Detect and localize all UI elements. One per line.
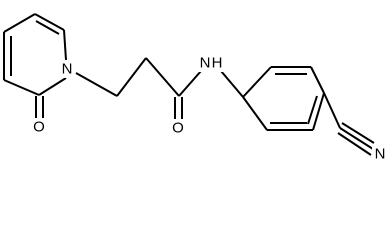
- label-amide-nitrogen: N: [200, 55, 211, 72]
- bond-ch2-carbonyl: [145, 57, 180, 97]
- bond-ring-c5-n: [63, 29, 67, 61]
- bond-n-ch2: [75, 72, 118, 97]
- bond-ring-c3-c4: [34, 13, 65, 31]
- molecule-structure-diagram: N O O N H N: [3, 13, 388, 163]
- bond-nh-aryl: [220, 70, 244, 98]
- bond-cn-triple-b: [341, 122, 375, 144]
- propanoyl-chain: [75, 57, 202, 119]
- bond-cn-triple-c: [337, 132, 372, 156]
- label-nitrile-nitrogen: N: [375, 146, 386, 163]
- atom-labels: N O O N H N: [31, 54, 388, 163]
- label-ketone-oxygen: O: [33, 119, 45, 136]
- label-amide-hydrogen: H: [212, 55, 223, 72]
- label-ring-nitrogen: N: [62, 61, 73, 78]
- bond-carbonyl-nh: [178, 70, 202, 97]
- bond-aryl-4-5: [312, 92, 325, 131]
- bond-aryl-cn: [323, 92, 341, 129]
- bond-ring-c4-c5-double: [35, 20, 60, 35]
- bond-aryl-4-5-double: [307, 95, 318, 125]
- bond-ch2-ch2: [116, 57, 147, 97]
- bond-aryl-3-4: [310, 66, 325, 94]
- bond-ring-c6-c1: [3, 79, 40, 96]
- bond-aryl-6-1: [242, 96, 268, 131]
- nitrile-group: [323, 92, 375, 156]
- benzene-ring: [220, 66, 325, 131]
- bond-ring-n-c6: [38, 77, 67, 96]
- bond-cn-triple-a: [339, 127, 374, 150]
- bond-ring-c2-c3: [3, 13, 36, 33]
- pyridinone-ring: [3, 13, 67, 118]
- bond-aryl-1-2: [242, 66, 272, 98]
- label-amide-oxygen: O: [172, 120, 184, 137]
